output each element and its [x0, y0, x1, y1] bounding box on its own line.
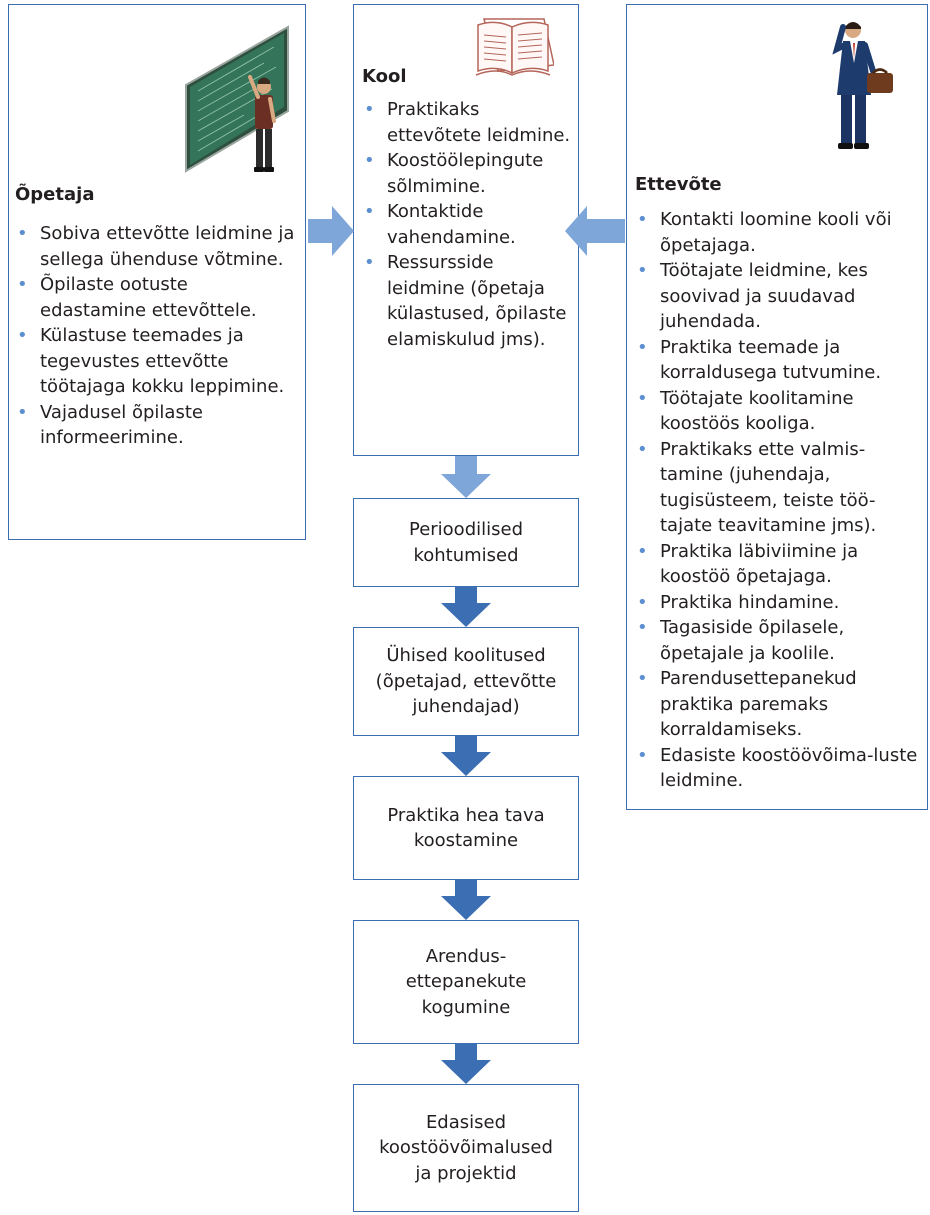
teacher-at-chalkboard-illustration [185, 25, 289, 173]
list-item: Edasiste koostöövõima-luste leidmine. [635, 743, 927, 794]
down-arrow-icon [441, 736, 491, 776]
list-item: Praktikaks ette valmis-tamine (juhendaja… [635, 437, 927, 539]
flow-step: Perioodilised kohtumised [353, 498, 579, 587]
businessman-with-briefcase-illustration [832, 22, 893, 149]
left-arrow-icon [565, 206, 625, 256]
list-item: Praktika läbiviimine ja koostöö õpetajag… [635, 539, 927, 590]
teacher-box: Õpetaja Sobiva ettevõtte leidmine ja sel… [8, 4, 306, 540]
list-item: Sobiva ettevõtte leidmine ja sellega ühe… [15, 221, 299, 272]
flow-step: Praktika hea tava koostamine [353, 776, 579, 880]
down-arrow-icon [441, 456, 491, 498]
list-item: Ressursside leidmine (õpetaja külastused… [362, 250, 574, 352]
list-item: Praktika teemade ja korraldusega tutvumi… [635, 335, 927, 386]
school-title: Kool [362, 66, 407, 87]
list-item: Koostöölepingute sõlmimine. [362, 148, 574, 199]
teacher-title: Õpetaja [15, 184, 95, 205]
company-box: Ettevõte Kontakti loomine kooli või õpet… [626, 4, 928, 810]
down-arrow-icon [441, 587, 491, 627]
company-task-list: Kontakti loomine kooli või õpetajaga. Tö… [635, 207, 927, 794]
right-arrow-icon [308, 206, 354, 256]
list-item: Tagasiside õpilasele, õpetajale ja kooli… [635, 615, 927, 666]
flow-step: Edasised koostöövõimalused ja projektid [353, 1084, 579, 1212]
down-arrow-icon [441, 1044, 491, 1084]
school-task-list: Praktikaks ettevõtete leidmine. Koostööl… [362, 97, 574, 352]
teacher-task-list: Sobiva ettevõtte leidmine ja sellega ühe… [15, 221, 299, 451]
list-item: Külastuse teemades ja tegevustes ettevõt… [15, 323, 299, 400]
list-item: Õpilaste ootuste edastamine ettevõttele. [15, 272, 299, 323]
list-item: Töötajate leidmine, kes soovivad ja suud… [635, 258, 927, 335]
company-title: Ettevõte [635, 174, 722, 195]
flow-step: Ühised koolitused (õpetajad, ettevõtte j… [353, 627, 579, 736]
list-item: Töötajate koolitamine koostöös kooliga. [635, 386, 927, 437]
school-box: Kool Praktikaks ettevõtete leidmine. Koo… [353, 4, 579, 456]
down-arrow-icon [441, 880, 491, 920]
list-item: Praktika hindamine. [635, 590, 927, 616]
list-item: Kontakti loomine kooli või õpetajaga. [635, 207, 927, 258]
flow-step: Arendus- ettepanekute kogumine [353, 920, 579, 1044]
open-book-icon [475, 18, 554, 76]
list-item: Praktikaks ettevõtete leidmine. [362, 97, 574, 148]
list-item: Kontaktide vahendamine. [362, 199, 574, 250]
list-item: Parendusettepanekud praktika paremaks ko… [635, 666, 927, 743]
list-item: Vajadusel õpilaste informeerimine. [15, 400, 299, 451]
